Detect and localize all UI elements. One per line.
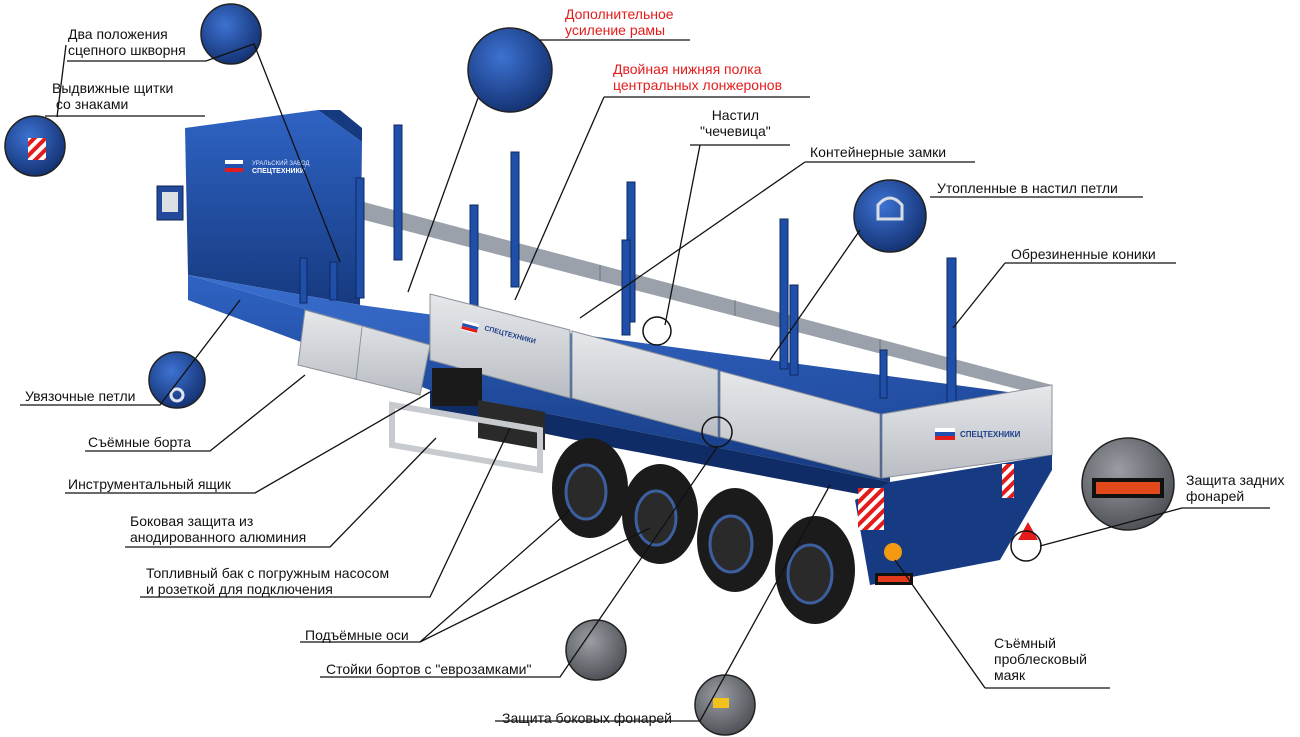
side-boards	[429, 293, 1053, 479]
callout-removable-sides: Съёмные борта	[88, 434, 192, 450]
marker-lentil-deck	[642, 316, 672, 346]
callout-tool-box: Инструментальный ящик	[68, 476, 231, 492]
callout-lashing-loops: Увязочные петли	[25, 388, 136, 404]
zoom-recessed-loops	[853, 179, 927, 253]
far-side-board	[345, 197, 1052, 398]
zoom-lashing-loops	[148, 351, 206, 409]
callout-rubber-stakes: Обрезиненные коники	[1011, 246, 1156, 262]
zoom-side-posts	[565, 619, 627, 681]
zoom-frame-reinforcement	[467, 27, 553, 113]
leader-lines	[20, 39, 1270, 722]
wheels	[552, 438, 855, 624]
callout-container-locks: Контейнерные замки	[810, 144, 947, 160]
zoom-circles	[4, 3, 1175, 736]
rubber-stakes	[299, 124, 957, 407]
front-bulkhead	[185, 110, 362, 305]
callout-lift-axles: Подъёмные оси	[305, 627, 409, 643]
callout-side-lights: Защита боковых фонарей	[502, 710, 672, 726]
callout-sign-shields: Выдвижные щитки со знаками	[52, 80, 174, 112]
callout-recessed-loops: Утопленные в настил петли	[937, 180, 1118, 196]
bulkhead-logo-line1: УРАЛЬСКИЙ ЗАВОД	[252, 159, 309, 167]
rear-logo: СПЕЦТЕХНИКИ	[960, 430, 1021, 439]
callout-lentil-deck: Настил"чечевица"	[700, 107, 771, 139]
bulkhead-logo-line2: СПЕЦТЕХНИКИ	[252, 168, 305, 175]
beacon	[884, 543, 902, 561]
zoom-kingpin	[200, 3, 262, 65]
semitrailer: УРАЛЬСКИЙ ЗАВОД СПЕЦТЕХНИКИ	[156, 110, 1053, 624]
tool-box	[432, 368, 482, 406]
side-guard	[389, 401, 543, 474]
callout-side-posts: Стойки бортов с "еврозамками"	[326, 661, 532, 677]
removable-board-lowered	[297, 309, 431, 396]
